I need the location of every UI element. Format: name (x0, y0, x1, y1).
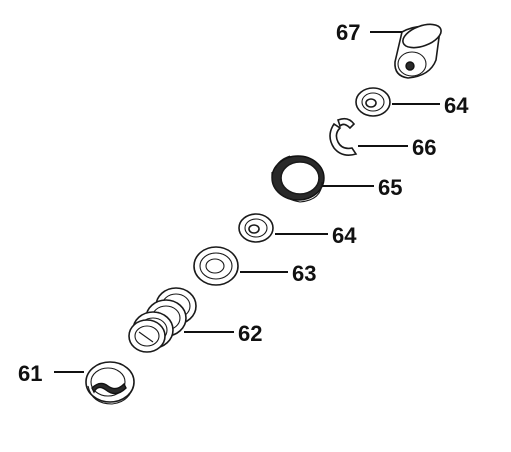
part-65-seal (271, 155, 374, 203)
label-62: 62 (238, 321, 262, 346)
label-63: 63 (292, 261, 316, 286)
part-67-bushing (370, 23, 442, 79)
label-64-lower: 64 (332, 223, 357, 248)
part-62-disc-stack (128, 287, 234, 353)
part-66-retaining-ring (329, 117, 408, 156)
label-66: 66 (412, 135, 436, 160)
part-63-ring (193, 246, 288, 286)
part-61-end-cap (54, 361, 135, 405)
label-65: 65 (378, 175, 402, 200)
part-64-washer-lower (238, 213, 328, 243)
label-64-upper: 64 (444, 93, 469, 118)
label-61: 61 (18, 361, 42, 386)
label-67: 67 (336, 20, 360, 45)
part-64-washer-upper (355, 87, 440, 117)
